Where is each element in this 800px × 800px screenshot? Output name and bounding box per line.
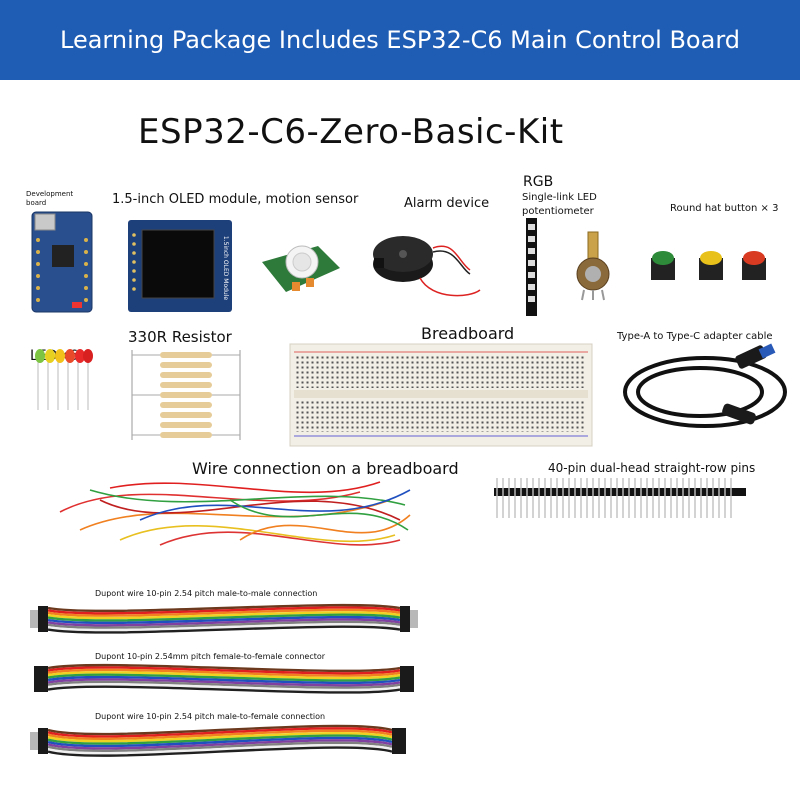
ribbon-wire [47,625,401,634]
dupont-mm-label: Dupont wire 10-pin 2.54 pitch male-to-ma… [95,589,318,598]
alarm-label: Alarm device [404,196,490,211]
rgb-label: RGB [523,174,554,190]
dev-board-label: Development board [26,190,74,207]
kit-title: ESP32-C6-Zero-Basic-Kit [138,112,564,152]
cable-label: Type-A to Type-C adapter cable [617,331,773,342]
oled-label: 1.5-inch OLED module, motion sensor [112,192,359,207]
buzzer-image [373,236,481,297]
ribbon-wire [47,603,401,613]
ribbon-wire [47,741,393,753]
ribbon-wire [47,736,393,748]
ribbon-wire [47,611,401,620]
header-banner: Learning Package Includes ESP32-C6 Main … [0,0,800,80]
male-connector [38,606,48,632]
oled-module-image: 1.5inch OLED Module [128,220,232,312]
ribbon-wire [47,663,401,673]
rgb-led-strip-image [526,218,537,316]
female-connector [400,666,414,692]
ribbon-wire [47,729,393,741]
ribbon-wire [47,615,401,625]
dupont-ribbon-male-male [30,603,418,634]
ribbon-wire [47,734,393,745]
potentiometer-image [576,231,610,301]
resistor-label: 330R Resistor [128,328,232,346]
breadboard-label: Breadboard [421,324,515,343]
round-buttons-image [651,251,766,280]
single-link-led-label: Single-link LED [522,192,597,203]
pin-tip [30,610,38,628]
potentiometer-label: potentiometer [522,206,594,217]
pin-header-image [494,478,746,518]
female-connector [392,728,406,754]
ribbon-wire [47,739,393,750]
ribbon-wire [47,675,401,685]
dupont-ribbon-male-female [30,724,406,757]
pins-label: 40-pin dual-head straight-row pins [548,461,756,475]
dupont-ribbon-female-female [34,663,414,694]
resistors-image [131,350,241,440]
ribbon-wire [47,671,401,680]
wires-label: Wire connection on a breadboard [192,459,459,478]
ribbon-wire [47,620,401,629]
round-button-label: Round hat button × 3 [670,203,779,214]
dupont-ff-label: Dupont 10-pin 2.54mm pitch female-to-fem… [95,652,326,661]
breadboard-image [289,343,593,447]
ribbon-wire [47,685,401,694]
ribbon-wire [47,608,401,617]
ribbon-wire [47,743,393,755]
ribbon-wire [47,746,393,757]
ribbon-wire [47,673,401,682]
male-connector [400,606,410,632]
pin-tip [410,610,418,628]
leds-image [35,349,93,410]
ribbon-wire [47,683,401,692]
female-connector [34,666,48,692]
ribbon-wire [47,618,401,627]
ribbon-wire [47,731,393,743]
ribbon-wire [47,727,393,738]
ribbon-wire [47,623,401,632]
ribbon-wire [47,678,401,687]
ribbon-wire [47,666,401,675]
ribbon-wire [47,724,393,736]
dev-board-image [31,211,93,313]
banner-title: Learning Package Includes ESP32-C6 Main … [60,26,740,54]
usb-cable-image [623,343,787,428]
ribbon-wire [47,606,401,615]
ribbon-wire [47,680,401,689]
motion-sensor-image [262,245,340,292]
oled-silkscreen-text: 1.5inch OLED Module [222,236,229,301]
jumper-wires-image [59,481,411,546]
ribbon-wire [47,668,401,677]
pin-tip [30,732,38,750]
ribbon-wire [47,613,401,622]
dupont-mf-label: Dupont wire 10-pin 2.54 pitch male-to-fe… [95,712,326,721]
male-connector [38,728,48,754]
